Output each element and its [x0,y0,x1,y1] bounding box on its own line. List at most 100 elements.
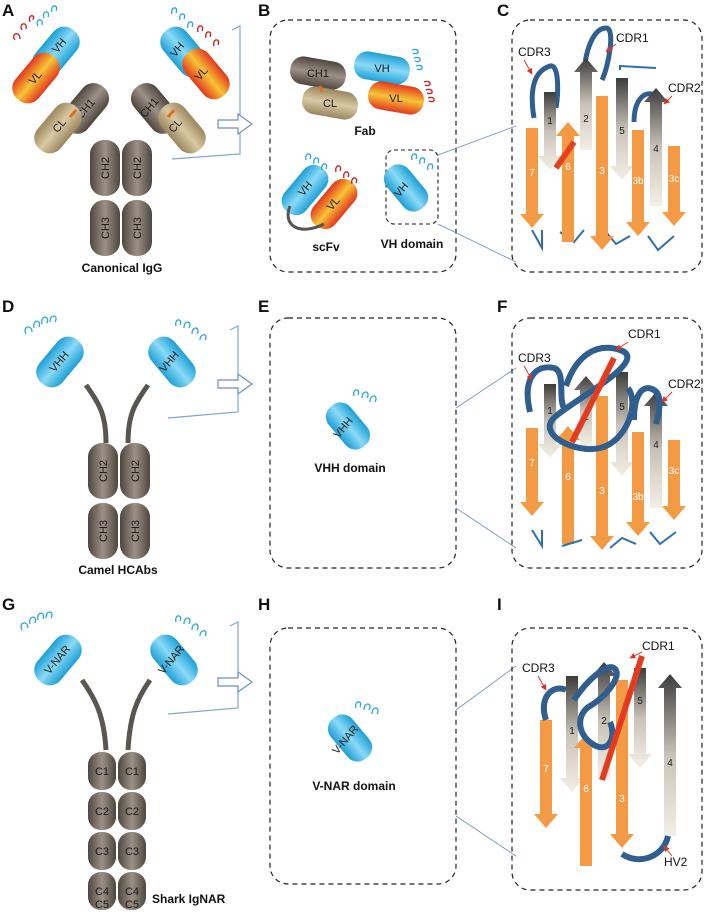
vhh-fold-diagram: 7 1 6 2 3 5 3b 4 3c CDR3 CDR1 CDR2 [518,327,701,550]
strand-7-i-label: 7 [543,764,549,775]
cdr-loops-vh-right [171,7,194,29]
ch3-label-right: CH3 [132,217,144,239]
strand-3c-c-label: 3c [669,174,680,185]
panel-e-frame [269,317,457,569]
ch2-domain-right [122,140,152,196]
fab-bracket [171,25,241,160]
strand-2-c [574,58,598,150]
loops-i [541,664,671,863]
panel-label-b: B [258,1,270,20]
panel-label-d: D [2,297,14,316]
zoom-line-b-bottom [437,223,517,263]
panel-f-frame [511,317,703,569]
strand-6-f-label: 6 [565,472,571,483]
caption-camel-hcabs: Camel HCAbs [78,563,158,577]
c4-label-left: C4 [95,886,109,898]
panel-label-i: I [497,595,502,614]
ch2-domain-left [90,140,120,196]
caption-fab: Fab [354,124,375,138]
cdr1-label-i: CDR1 [642,639,675,653]
panel-label-a: A [2,1,14,20]
scfv-linker [286,205,325,231]
igg-structure: CH2 CH2 CH3 CH3 CH1 CL VH VL CH1 [12,5,241,275]
hcab-hinge [83,383,151,444]
strand-6-c [556,122,580,242]
disulfide-bond-left [68,109,78,118]
strand-4-i-label: 4 [667,758,673,769]
strand-3-i-label: 3 [619,794,625,805]
strand-3b-f-label: 3b [632,492,644,503]
strand-1-c-label: 1 [547,116,553,127]
ch2-label-left: CH2 [100,157,112,179]
disulfide-bond-right [166,109,176,118]
cdr3-label-f: CDR3 [518,351,551,365]
strand-7-c-label: 7 [529,168,535,179]
fab-fragment: CH1 VH CL VL Fab [290,48,435,138]
vnar-domain-right [150,634,198,686]
caption-vh-domain: VH domain [381,237,444,251]
c2-label-right: C2 [125,806,139,818]
vhh-bracket [167,325,239,419]
strand-2-c-label: 2 [583,114,589,125]
caption-canonical-igg: Canonical IgG [82,261,163,275]
vl-domain-right [182,48,230,100]
arrow-d-to-e [217,372,254,396]
fab-vh-label: VH [374,63,389,75]
c3-label-left: C3 [95,846,109,858]
ch2-label-right: CH2 [132,157,144,179]
panel-label-g: G [2,595,15,614]
panel-label-c: C [497,1,509,20]
cdr3-label-i: CDR3 [522,661,555,675]
cdr2-label-f: CDR2 [668,377,701,391]
strand-6-i-label: 6 [583,784,589,795]
hv2-label-i: HV2 [664,855,688,869]
strand-1-i-label: 1 [569,726,575,737]
helix-f [569,356,617,444]
scfv-fragment: VH VL scFv [281,153,358,254]
ch3-label-left: CH3 [100,217,112,239]
arrow-g-to-h [217,670,254,694]
c1-label-right: C1 [125,766,139,778]
panel-c-frame [511,19,703,273]
strand-3c-f-label: 3c [669,466,680,477]
panel-i-frame [511,627,703,891]
c4-label-right: C4 [125,886,139,898]
vh-domain-fragment: VH VH domain [381,149,444,251]
strand-3c-c [662,146,686,226]
vnar-domain-single [327,714,373,762]
vnar-domain-left [34,634,82,686]
panel-label-e: E [258,297,269,316]
fab-vl-label: VL [389,93,402,105]
cdr-loops-vl-right [197,25,220,47]
strand-7-c [520,128,544,228]
cdr1-label-c: CDR1 [616,31,649,45]
vhh-domain-single [325,402,371,450]
cdr-loops-vh-left [36,5,58,27]
arrow-a-to-b [217,112,254,136]
panel-label-f: F [497,297,507,316]
strand-3b-c-label: 3b [632,176,644,187]
strand-1-c [538,92,562,170]
hcab-ch3-label-right: CH3 [130,520,142,542]
cdr-loops-vl-left [13,15,35,41]
caption-scfv: scFv [312,240,340,254]
strand-5-i-label: 5 [637,696,643,707]
strand-3-f-label: 3 [599,486,605,497]
strand-3b-c [626,130,650,236]
c3-label-right: C3 [125,846,139,858]
cdr2-label-c: CDR2 [668,81,701,95]
strand-6-c-label: 6 [565,162,571,173]
helix-c [553,140,577,170]
strand-5-c-label: 5 [619,126,625,137]
ignar-structure: V-NAR V-NAR C1 C1 C2 C2 C3 C3 C4 C4 Shar… [20,611,239,911]
strand-4-f-label: 4 [653,440,659,451]
strand-3-c [590,96,614,250]
cdr3-loop-c [529,63,561,119]
cdr1-label-f: CDR1 [628,327,661,341]
fab-ch1-label: CH1 [307,68,329,80]
strand-7-f-label: 7 [529,458,535,469]
caption-shark-ignar: Shark IgNAR [152,892,226,906]
strand-3-c-label: 3 [599,166,605,177]
cdr1-loop-c [581,25,614,82]
